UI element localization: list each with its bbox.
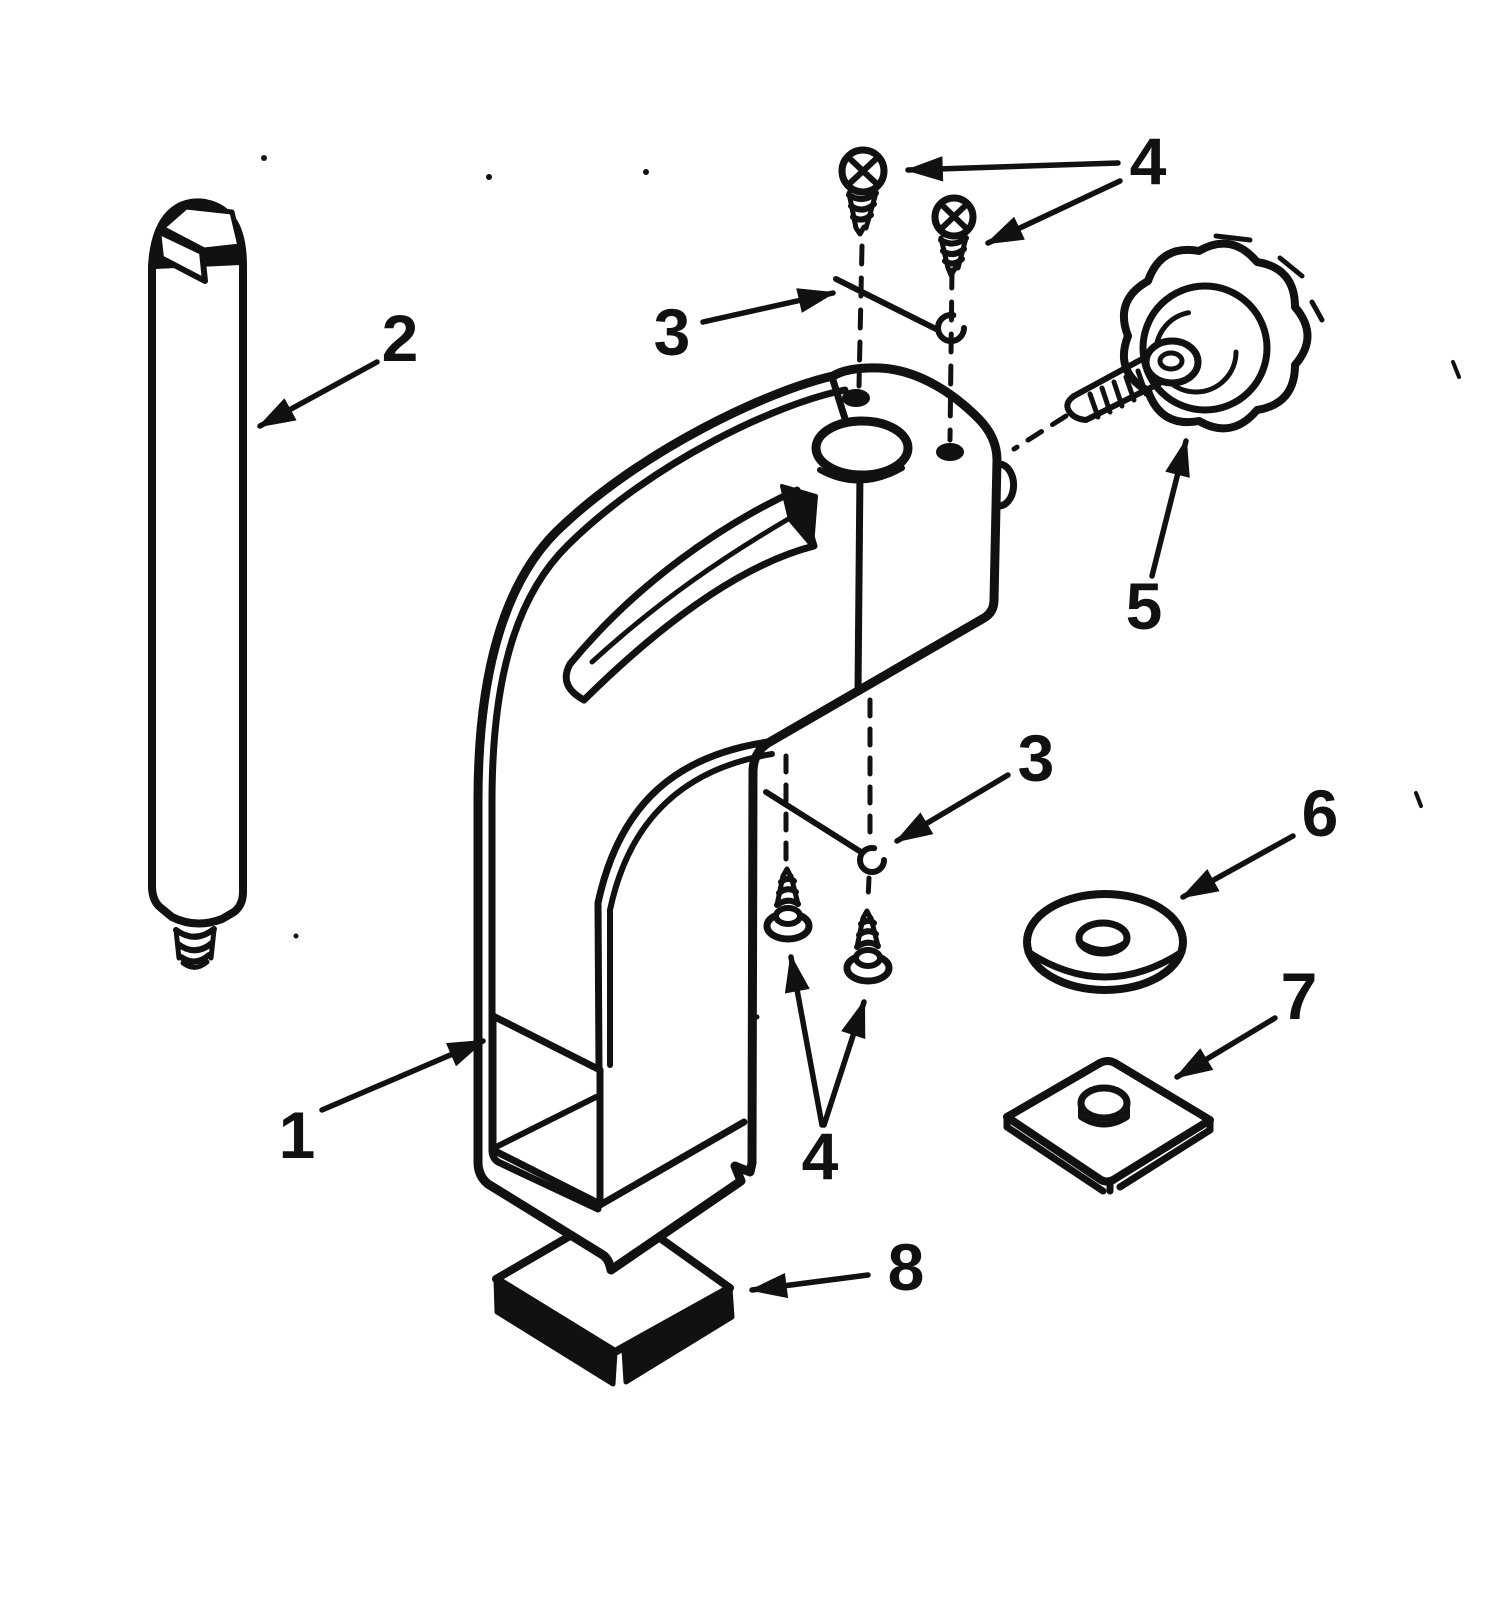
table-pad-part-8-drawing [492, 1204, 735, 1387]
assembly-axis-dashes [783, 243, 1069, 903]
clamp-knob-part-5-drawing [1064, 233, 1325, 433]
washer-part-6-drawing [1023, 890, 1187, 994]
callout-8-label: 8 [888, 1230, 925, 1304]
callout-1-label: 1 [279, 1098, 316, 1172]
leader-arrow-part-3-bottom [894, 772, 1011, 844]
callout-7-label: 7 [1281, 959, 1318, 1033]
screws-upper-part-4-drawing [838, 146, 977, 278]
pad-plate-part-7-drawing [1003, 1057, 1214, 1195]
leader-arrow-part-3-top [700, 288, 837, 325]
leader-arrow-part-5 [1149, 437, 1190, 579]
support-post-part-2-drawing [148, 198, 247, 970]
retainer-clip-upper-part-3-drawing [833, 276, 967, 344]
clamp-frame-part-1-drawing [473, 363, 1018, 1275]
leader-arrow-part-4-bottom-a [784, 953, 825, 1128]
leader-arrow-part-6 [1180, 833, 1296, 900]
leader-arrow-part-4-bottom-b [821, 998, 867, 1128]
leader-arrow-part-4-top-b [985, 178, 1123, 246]
callout-4-bottom-label: 4 [802, 1119, 839, 1193]
leader-arrow-part-2 [257, 359, 380, 429]
callout-3-top-label: 3 [654, 295, 691, 369]
scan-speck-marks [261, 155, 1461, 1020]
leader-arrow-part-8 [748, 1272, 871, 1299]
callout-6-label: 6 [1302, 776, 1339, 850]
leader-arrows [257, 156, 1296, 1299]
leader-arrow-part-7 [1174, 1015, 1278, 1080]
callout-2-label: 2 [382, 301, 419, 375]
screws-lower-part-4-drawing [763, 866, 893, 985]
callout-labels: 1 2 3 4 5 3 4 6 7 8 [279, 124, 1339, 1304]
callout-3-bottom-label: 3 [1018, 721, 1055, 795]
leader-arrow-part-4-top-a [904, 156, 1121, 182]
retainer-clip-lower-part-3-drawing [763, 789, 887, 875]
leader-arrow-part-1 [319, 1038, 486, 1113]
callout-4-top-label: 4 [1130, 124, 1167, 198]
callout-5-label: 5 [1126, 569, 1163, 643]
